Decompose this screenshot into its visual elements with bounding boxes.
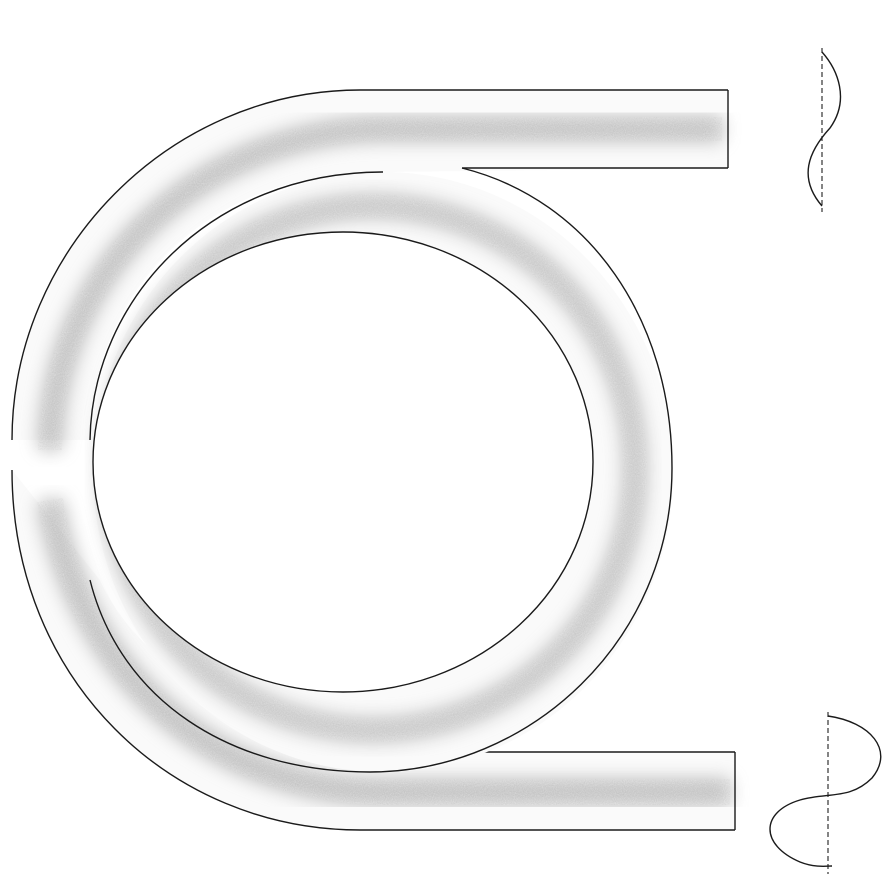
profile-curve-output [770, 716, 881, 866]
mode-profile-input [808, 48, 840, 212]
profile-curve-input [808, 52, 840, 206]
loop-inner-hole [93, 232, 593, 692]
mode-profile-output [770, 712, 881, 874]
